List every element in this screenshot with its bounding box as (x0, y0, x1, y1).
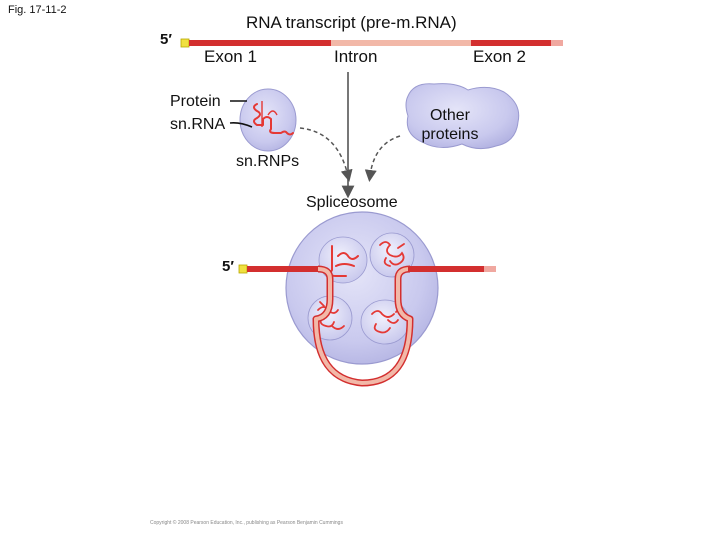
five-prime-label-bottom: 5′ (222, 258, 234, 275)
protein-label: Protein (170, 93, 221, 110)
exon2-bottom (408, 266, 484, 272)
intron-segment (331, 40, 471, 46)
exon1-label: Exon 1 (204, 47, 257, 66)
snrna-icon (253, 103, 294, 136)
snrna-pointer (229, 122, 253, 128)
spliceosome-label: Spliceosome (306, 194, 398, 211)
other-proteins-blob (405, 83, 520, 150)
exon2-fade (551, 40, 563, 46)
other-proteins-label: Other proteins (421, 107, 479, 143)
copyright-notice: Copyright © 2008 Pearson Education, Inc.… (150, 520, 343, 526)
snrna-label: sn.RNA (170, 116, 226, 133)
snrnp-blob (239, 88, 297, 152)
spliced-rna (238, 264, 496, 387)
figure-label: Fig. 17-11-2 (8, 4, 67, 16)
exon2-label: Exon 2 (473, 47, 526, 66)
transcript-title: RNA transcript (pre-m.RNA) (246, 13, 457, 32)
snrnps-label: sn.RNPs (236, 153, 300, 170)
spliceosome (285, 211, 439, 365)
dashed-arrow-left (299, 127, 353, 182)
exon1-bottom (247, 266, 319, 272)
five-prime-label-top: 5′ (160, 31, 172, 48)
dashed-arrow-right (364, 135, 401, 182)
pre-mrna-strand (180, 38, 563, 48)
five-prime-cap-bottom (238, 264, 248, 274)
exon2-bottom-fade (484, 266, 496, 272)
five-prime-cap (180, 38, 190, 48)
exon1-segment (189, 40, 331, 46)
exon2-segment (471, 40, 551, 46)
intron-label: Intron (334, 47, 378, 66)
